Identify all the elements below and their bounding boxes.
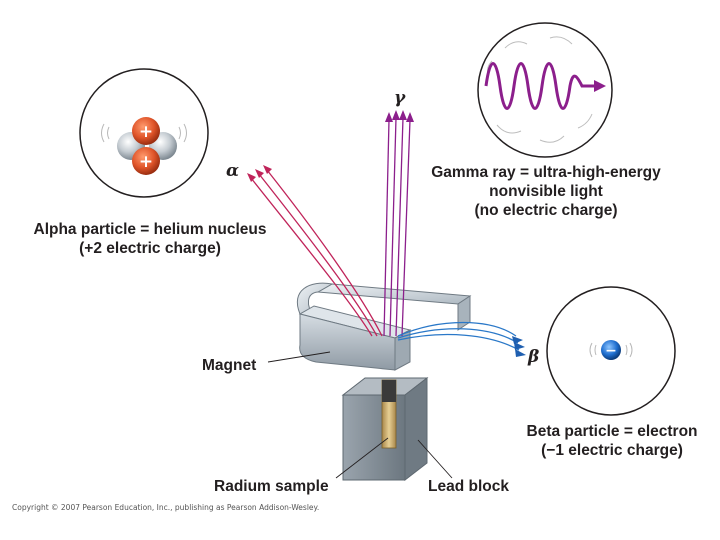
gamma-label-line2: nonvisible light <box>489 183 603 200</box>
magnet-label: Magnet <box>202 357 257 374</box>
proton <box>132 117 160 145</box>
gamma-ray-arrowheads <box>385 110 414 122</box>
electron <box>601 340 621 360</box>
beta-label-line2: (−1 electric charge) <box>541 442 683 459</box>
gamma-wave-arrowhead <box>594 80 606 92</box>
gamma-label-line3: (no electric charge) <box>474 202 618 219</box>
beta-label-line1: Beta particle = electron <box>526 423 698 440</box>
alpha-inset: + + <box>79 68 209 198</box>
alpha-rays <box>250 169 383 337</box>
gamma-inset-circle <box>477 22 613 158</box>
alpha-symbol: α <box>226 161 239 181</box>
proton <box>132 147 160 175</box>
gamma-symbol: γ <box>394 88 406 108</box>
magnet <box>296 282 472 371</box>
beta-rays <box>397 321 520 351</box>
leader-lines <box>267 351 453 479</box>
beta-label: Beta particle = electron (−1 electric ch… <box>508 422 716 460</box>
gamma-rays <box>383 117 411 337</box>
gamma-inset <box>477 22 613 158</box>
gamma-wave-icon <box>484 62 596 110</box>
proton-charge-symbol: + <box>139 122 153 142</box>
copyright-notice: Copyright © 2007 Pearson Education, Inc.… <box>12 503 320 512</box>
alpha-label: Alpha particle = helium nucleus (+2 elec… <box>12 220 288 258</box>
proton-charge-symbol: + <box>139 152 153 172</box>
gamma-label-line1: Gamma ray = ultra-high-energy <box>431 164 661 181</box>
lead-block <box>341 376 429 482</box>
alpha-label-line2: (+2 electric charge) <box>79 240 221 257</box>
beta-symbol: β <box>527 347 539 367</box>
beta-ray-arrowheads <box>512 336 526 357</box>
radium-sample-label: Radium sample <box>214 478 329 495</box>
gamma-label: Gamma ray = ultra-high-energy nonvisible… <box>408 163 684 220</box>
electron-charge-symbol: − <box>605 343 617 359</box>
beta-inset: − <box>546 286 676 416</box>
lead-block-label: Lead block <box>428 478 509 495</box>
alpha-label-line1: Alpha particle = helium nucleus <box>33 221 267 238</box>
alpha-ray-arrowheads <box>247 165 272 182</box>
